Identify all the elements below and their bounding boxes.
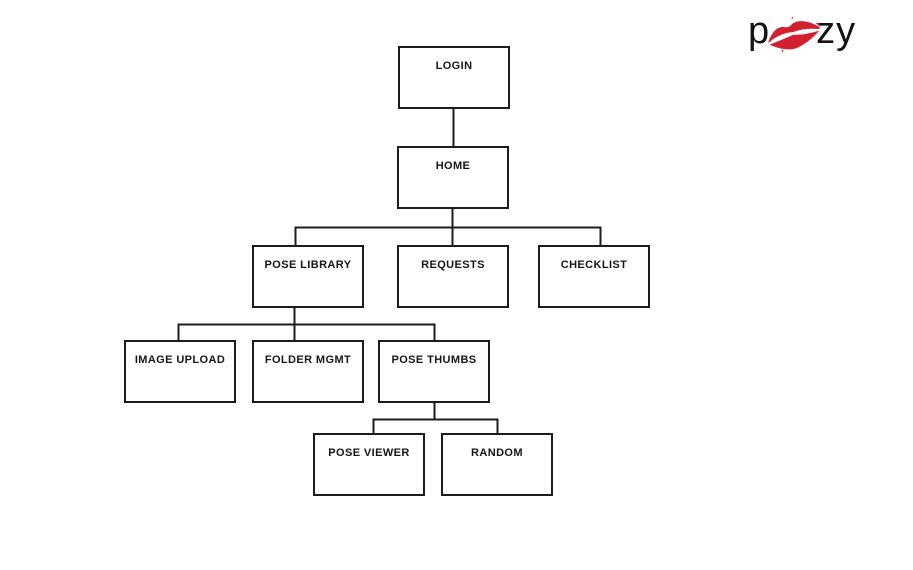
node-random-label: RANDOM bbox=[471, 447, 523, 459]
logo-letter-p: p bbox=[748, 10, 771, 52]
node-pose-viewer: POSE VIEWER bbox=[313, 433, 425, 496]
edge-poselibrary-children-bus bbox=[177, 323, 436, 340]
node-checklist-label: CHECKLIST bbox=[560, 259, 628, 271]
node-folder-mgmt: FOLDER MGMT bbox=[252, 340, 364, 403]
node-checklist: CHECKLIST bbox=[538, 245, 650, 308]
node-pose-thumbs-label: POSE THUMBS bbox=[391, 354, 477, 366]
node-pose-library-label: POSE LIBRARY bbox=[264, 259, 352, 271]
node-requests: REQUESTS bbox=[397, 245, 509, 308]
node-home-label: HOME bbox=[435, 160, 471, 172]
kiss-lips-icon bbox=[765, 12, 823, 58]
node-login: LOGIN bbox=[398, 46, 510, 109]
edge-posethumbs-children-bus bbox=[372, 418, 499, 433]
node-image-upload: IMAGE UPLOAD bbox=[124, 340, 236, 403]
node-folder-mgmt-label: FOLDER MGMT bbox=[264, 354, 352, 366]
node-image-upload-label: IMAGE UPLOAD bbox=[134, 354, 226, 366]
node-random: RANDOM bbox=[441, 433, 553, 496]
pozy-logo: p zy bbox=[748, 5, 856, 61]
node-pose-viewer-label: POSE VIEWER bbox=[328, 447, 410, 459]
node-home: HOME bbox=[397, 146, 509, 209]
edge-home-children-bus bbox=[294, 226, 602, 245]
node-pose-thumbs: POSE THUMBS bbox=[378, 340, 490, 403]
node-requests-label: REQUESTS bbox=[421, 259, 485, 271]
logo-letters-zy: zy bbox=[816, 10, 857, 52]
node-pose-library: POSE LIBRARY bbox=[252, 245, 364, 308]
node-login-label: LOGIN bbox=[435, 60, 473, 72]
